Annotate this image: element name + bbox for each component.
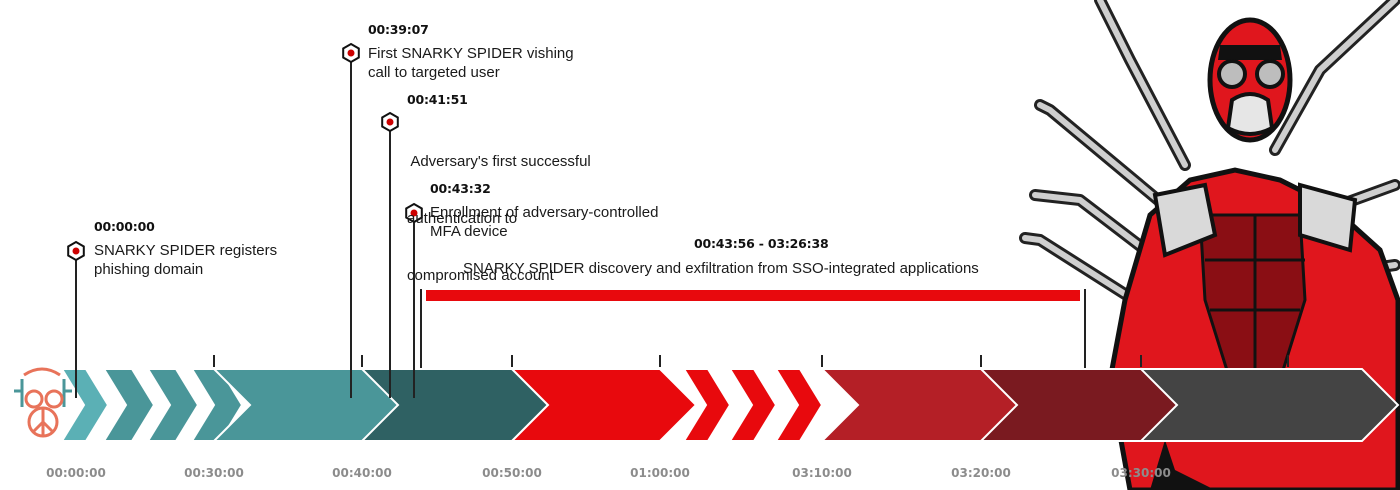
tick-label: 00:50:00: [482, 466, 542, 480]
event-text-line: SNARKY SPIDER registers: [94, 242, 278, 259]
event-text-line: MFA device: [430, 223, 508, 240]
event-time-3: 00:41:51: [407, 92, 468, 107]
pin-dot: [386, 118, 394, 126]
tick-label: 03:10:00: [792, 466, 852, 480]
adversary-logo-icon: [14, 367, 72, 438]
timeline-chevron: [102, 368, 156, 442]
timeline-chevron: [60, 368, 110, 442]
tick-marks: [213, 355, 1289, 367]
event-text-3: Adversary's first successful authenticat…: [407, 114, 591, 323]
timeline-chevron: [774, 368, 824, 442]
timeline-chevron: [682, 368, 732, 442]
range-event-text: SNARKY SPIDER discovery and exfiltration…: [463, 260, 979, 277]
event-text-line: call to targeted user: [368, 64, 500, 81]
timeline-segment: [509, 368, 698, 442]
pin-dot: [347, 49, 355, 57]
range-bar-fill: [426, 290, 1080, 301]
timeline-segment: [1138, 368, 1400, 442]
tick-label: 03:20:00: [951, 466, 1011, 480]
event-text-2: First SNARKY SPIDER vishing call to targ…: [368, 44, 574, 82]
event-text-line: phishing domain: [94, 261, 204, 278]
event-time-4: 00:43:32: [430, 181, 491, 196]
range-event-time: 00:43:56 - 03:26:38: [694, 236, 829, 251]
event-time-2: 00:39:07: [368, 22, 429, 37]
pin-dot: [72, 247, 80, 255]
event-text-line: authentication to: [407, 210, 518, 227]
timeline-chevron: [728, 368, 778, 442]
tick-label: 00:00:00: [46, 466, 106, 480]
tick-label: 00:30:00: [184, 466, 244, 480]
tick-label: 03:30:00: [1111, 466, 1171, 480]
event-text-line: First SNARKY SPIDER vishing: [368, 45, 574, 62]
tick-label: 00:40:00: [332, 466, 392, 480]
event-text-line: compromised account: [407, 267, 554, 284]
event-text-line: Enrollment of adversary-controlled: [430, 204, 659, 221]
range-bar: [420, 289, 1086, 368]
timeline-chevron: [146, 368, 200, 442]
timeline-segment: [819, 368, 1020, 442]
tick-label: 01:00:00: [630, 466, 690, 480]
pin-dot: [410, 209, 418, 217]
event-text-4: Enrollment of adversary-controlled MFA d…: [430, 203, 658, 241]
event-time-1: 00:00:00: [94, 219, 155, 234]
event-stems: [67, 42, 423, 398]
timeline-band: [60, 368, 1400, 442]
event-text-1: SNARKY SPIDER registers phishing domain: [94, 241, 277, 279]
event-text-line: Adversary's first successful: [407, 153, 591, 170]
